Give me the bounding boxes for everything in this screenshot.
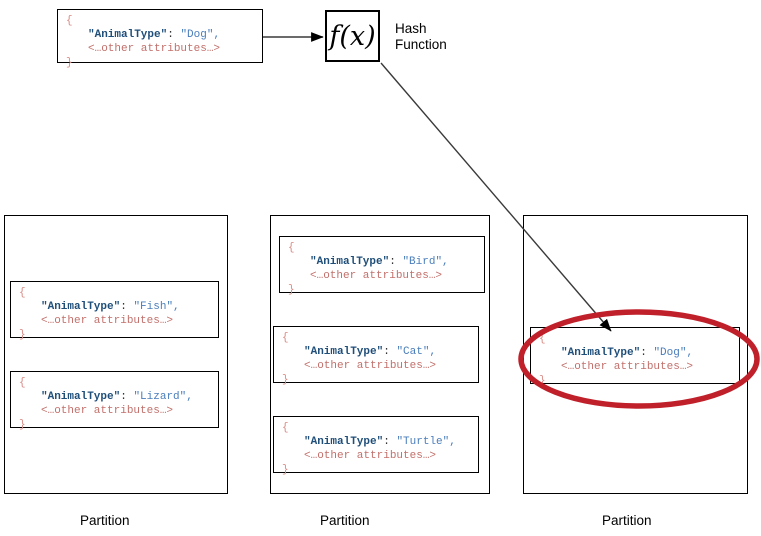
- json-attributes-line: <…other attributes…>: [561, 361, 694, 373]
- partition-2-label: Partition: [320, 513, 370, 528]
- json-attributes-line: <…other attributes…>: [304, 360, 437, 372]
- json-open-brace: {: [288, 242, 295, 254]
- json-key-line: "AnimalType": "Dog",: [561, 347, 694, 359]
- json-close-brace: }: [288, 284, 295, 296]
- json-close-brace: }: [66, 57, 73, 69]
- partition-2-record-2: { "AnimalType": "Cat", <…other attribute…: [273, 326, 479, 386]
- json-close-brace: }: [19, 419, 26, 431]
- json-key-line: "AnimalType": "Bird",: [310, 256, 449, 268]
- json-key-line: "AnimalType": "Fish",: [41, 301, 180, 313]
- json-key-line: "AnimalType": "Turtle",: [304, 436, 456, 448]
- hash-function-symbol: f(x): [329, 20, 376, 52]
- source-record-box: { "AnimalType": "Dog", <…other attribute…: [57, 9, 263, 69]
- json-close-brace: }: [539, 375, 546, 387]
- json-close-brace: }: [282, 464, 289, 476]
- json-open-brace: {: [66, 15, 73, 27]
- json-key-line: "AnimalType": "Cat",: [304, 346, 437, 358]
- partition-1-record-2: { "AnimalType": "Lizard", <…other attrib…: [10, 371, 219, 431]
- partition-1-record-1: { "AnimalType": "Fish", <…other attribut…: [10, 281, 219, 341]
- json-open-brace: {: [282, 422, 289, 434]
- json-open-brace: {: [19, 377, 26, 389]
- json-key-line: "AnimalType": "Lizard",: [41, 391, 193, 403]
- partition-3-label: Partition: [602, 513, 652, 528]
- json-attributes-line: <…other attributes…>: [41, 315, 174, 327]
- partition-1-label: Partition: [80, 513, 130, 528]
- json-key-line: "AnimalType": "Dog",: [88, 29, 221, 41]
- partition-3-record-1: { "AnimalType": "Dog", <…other attribute…: [530, 327, 740, 387]
- hash-function-label: Hash Function: [395, 21, 447, 52]
- json-attributes-line: <…other attributes…>: [304, 450, 437, 462]
- json-attributes-line: <…other attributes…>: [310, 270, 443, 282]
- json-open-brace: {: [282, 332, 289, 344]
- partition-2-record-1: { "AnimalType": "Bird", <…other attribut…: [279, 236, 485, 296]
- hash-function-box: f(x): [325, 10, 380, 62]
- json-close-brace: }: [19, 329, 26, 341]
- json-attributes-line: <…other attributes…>: [88, 43, 221, 55]
- json-close-brace: }: [282, 374, 289, 386]
- json-attributes-line: <…other attributes…>: [41, 405, 174, 417]
- json-open-brace: {: [539, 333, 546, 345]
- json-open-brace: {: [19, 287, 26, 299]
- partition-1: [4, 215, 228, 494]
- partition-2-record-3: { "AnimalType": "Turtle", <…other attrib…: [273, 416, 479, 476]
